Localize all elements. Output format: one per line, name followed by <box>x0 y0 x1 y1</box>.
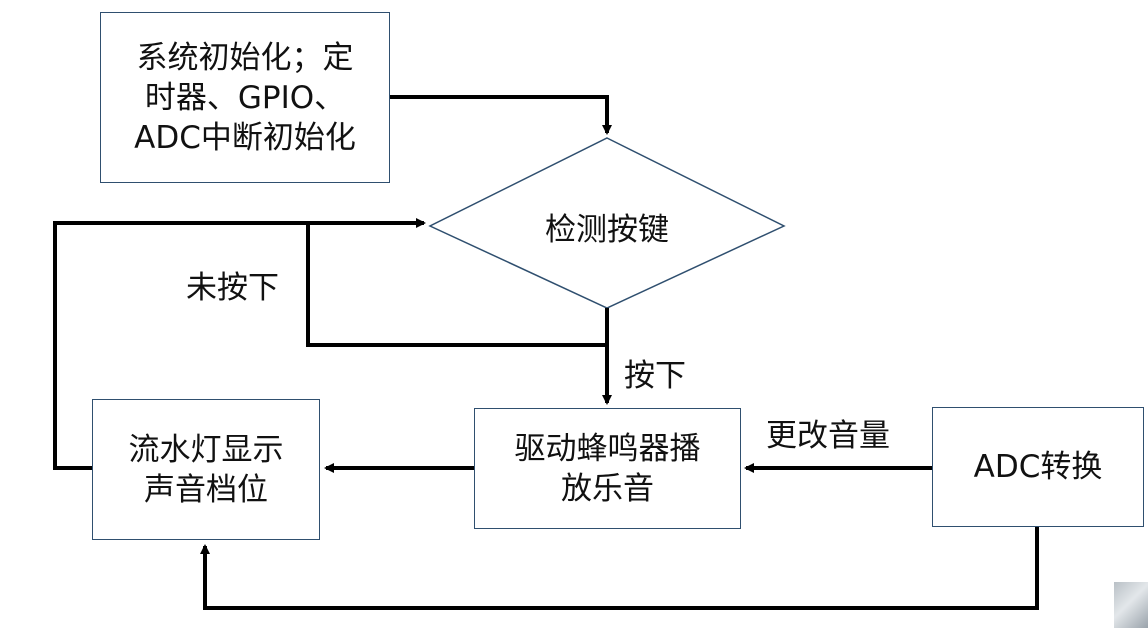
init-box: 系统初始化；定 时器、GPIO、 ADC中断初始化 <box>100 12 390 183</box>
not-pressed-label: 未按下 <box>186 270 279 306</box>
led-display-text: 流水灯显示 声音档位 <box>128 431 284 508</box>
adc-convert-text: ADC转换 <box>973 449 1103 485</box>
arrow-not-pressed-loop <box>306 218 609 347</box>
arrow-init-to-check <box>390 95 612 135</box>
corner-thumbnail-image <box>1114 582 1148 628</box>
drive-buzzer-text: 驱动蜂鸣器播 放乐音 <box>514 430 701 507</box>
pressed-label: 按下 <box>624 358 686 394</box>
init-text: 系统初始化；定 时器、GPIO、 ADC中断初始化 <box>134 39 356 156</box>
arrow-adc-to-led <box>200 527 1039 610</box>
check-key-label: 检测按键 <box>545 211 669 248</box>
change-volume-label: 更改音量 <box>766 418 890 454</box>
drive-buzzer-box: 驱动蜂鸣器播 放乐音 <box>474 408 741 529</box>
arrow-led-to-check <box>53 221 308 470</box>
led-display-box: 流水灯显示 声音档位 <box>92 399 320 540</box>
adc-convert-box: ADC转换 <box>932 407 1144 527</box>
